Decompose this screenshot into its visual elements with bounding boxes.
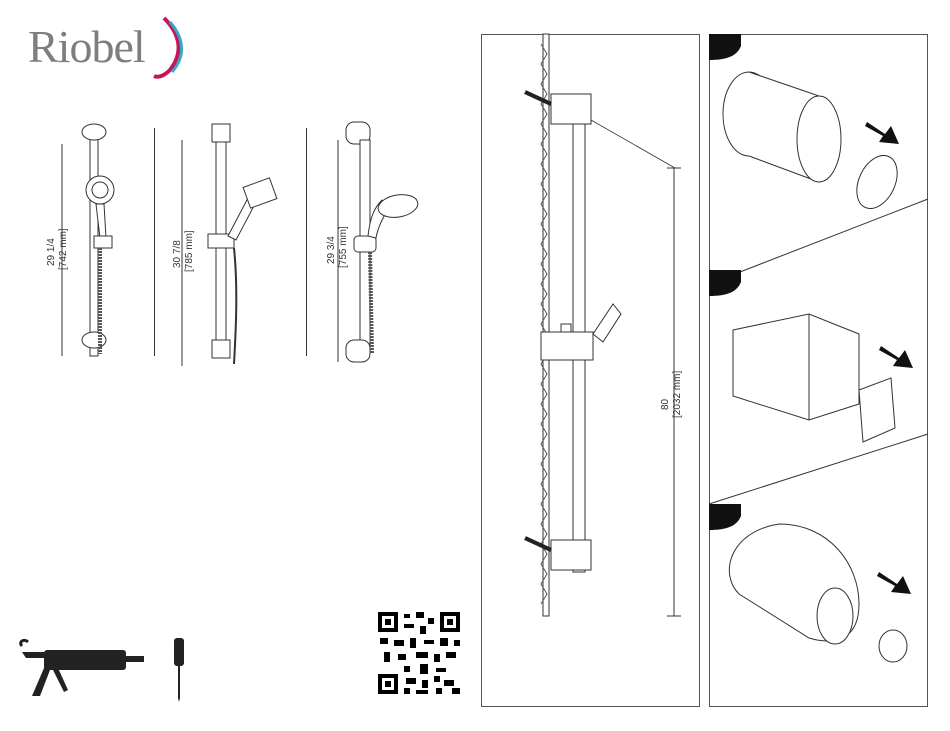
model-3-dimension-mm: [755 mm] (338, 226, 349, 268)
install-dimension-in: 80 (660, 399, 671, 410)
qr-code[interactable] (376, 610, 462, 696)
install-dimension-mm: [2032 mm] (672, 371, 683, 418)
caulking-gun-icon (18, 638, 148, 698)
model-1-dimension-mm: [742 mm] (58, 228, 69, 270)
model-2-dimension-mm: [785 mm] (184, 230, 195, 272)
brand-logo-text: Riobel (28, 20, 145, 73)
steps-diagram (709, 34, 928, 707)
model-3-dimension-in: 29 3/4 (326, 236, 337, 264)
separator-line (306, 128, 307, 356)
model-1-shower-rail (60, 118, 130, 368)
model-1-dimension-in: 29 1/4 (46, 238, 57, 266)
screwdriver-icon (168, 638, 188, 702)
brand-logo-swoosh (150, 12, 190, 82)
model-2-dimension-in: 30 7/8 (172, 240, 183, 268)
separator-line (154, 128, 155, 356)
installation-diagram (481, 34, 700, 707)
